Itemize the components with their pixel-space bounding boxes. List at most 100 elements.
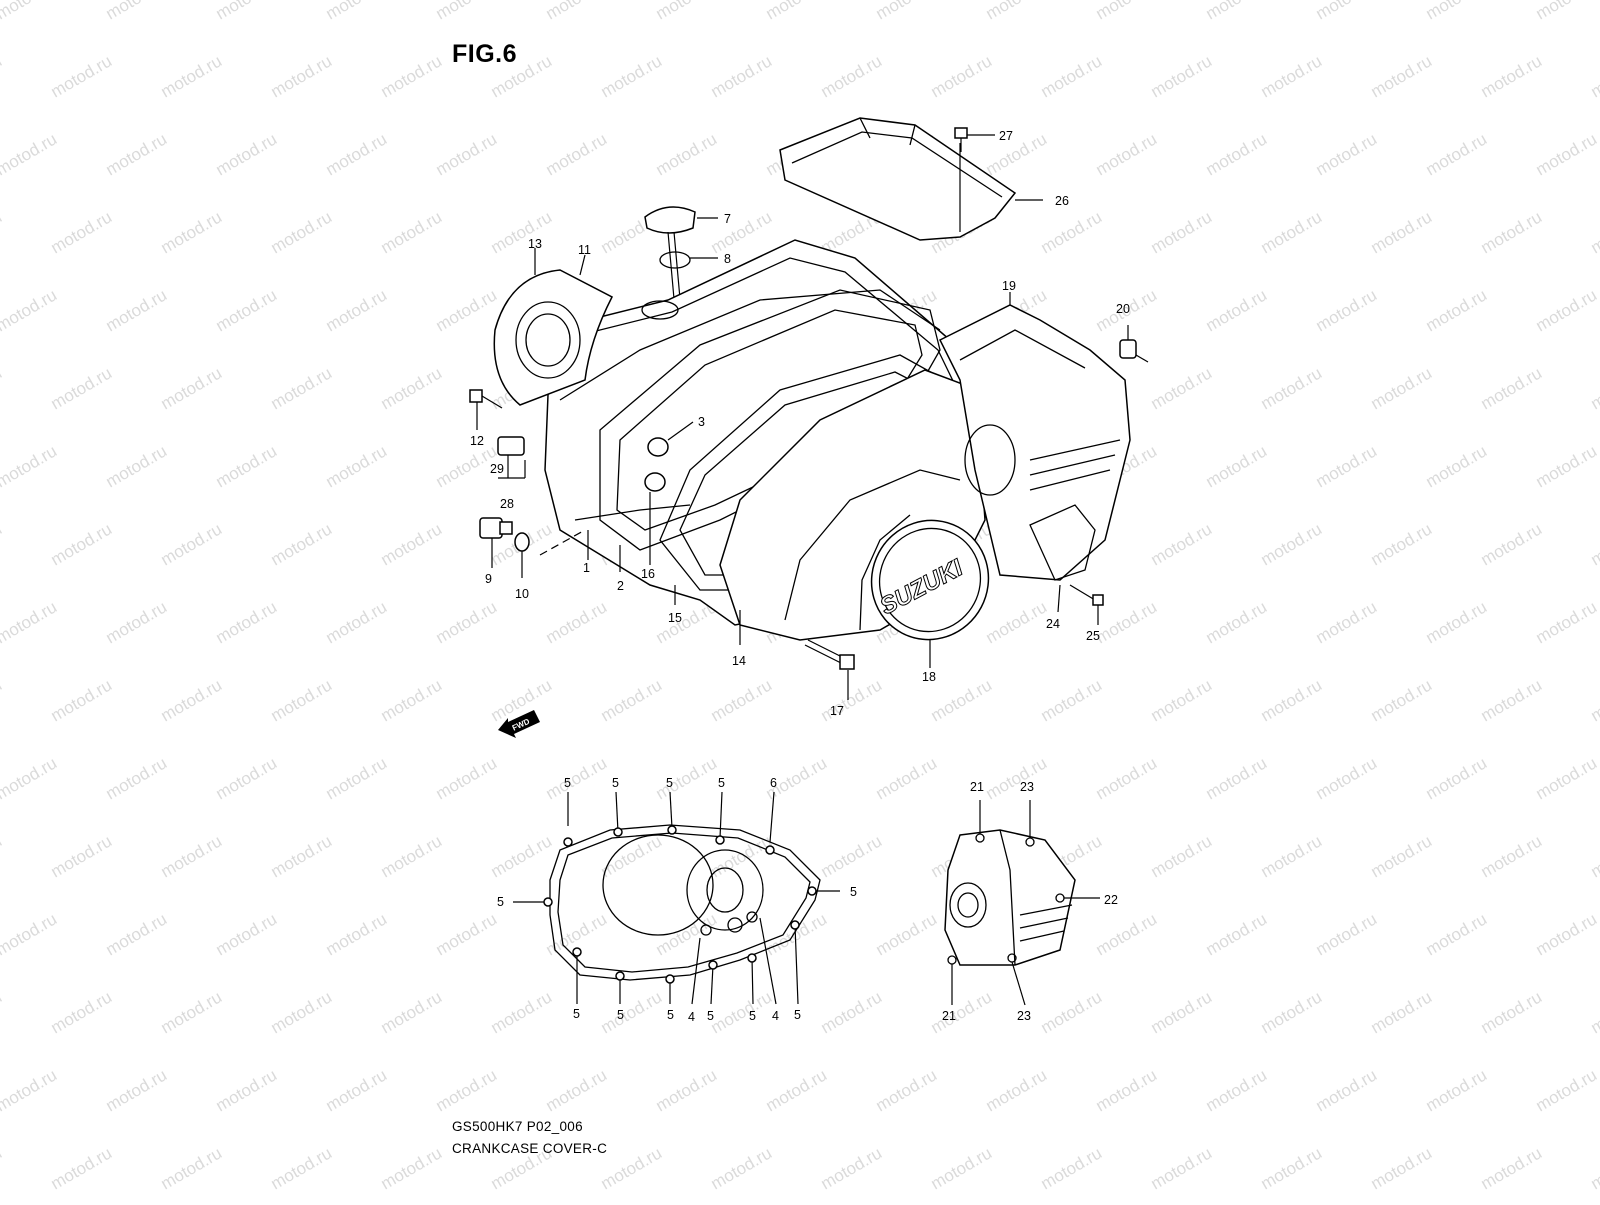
- watermark-text: motod.ru: [378, 363, 446, 413]
- watermark-text: motod.ru: [433, 909, 501, 959]
- watermark-text: motod.ru: [1313, 441, 1381, 491]
- watermark-text: motod.ru: [1148, 831, 1216, 881]
- watermark-text: motod.ru: [268, 987, 336, 1037]
- watermark-text: motod.ru: [1588, 987, 1600, 1037]
- watermark-text: motod.ru: [1478, 363, 1546, 413]
- watermark-text: motod.ru: [488, 987, 556, 1037]
- watermark-text: motod.ru: [1588, 831, 1600, 881]
- watermark-text: motod.ru: [1258, 207, 1326, 257]
- watermark-text: motod.ru: [1148, 519, 1216, 569]
- watermark-text: motod.ru: [763, 1065, 831, 1115]
- gasket-callout-bottom-7: 4: [772, 1009, 779, 1023]
- watermark-text: motod.ru: [1038, 675, 1106, 725]
- watermark-text: motod.ru: [708, 987, 776, 1037]
- watermark-text: motod.ru: [1038, 987, 1106, 1037]
- watermark-text: motod.ru: [1533, 597, 1600, 647]
- bolt-hole: [614, 828, 622, 836]
- bolt-hole: [564, 838, 572, 846]
- watermark-text: motod.ru: [1258, 1143, 1326, 1193]
- watermark-text: motod.ru: [48, 207, 116, 257]
- watermark-text: motod.ru: [598, 51, 666, 101]
- figure-title: FIG.6: [452, 40, 517, 69]
- watermark-text: motod.ru: [48, 519, 116, 569]
- watermark-text: motod.ru: [323, 753, 391, 803]
- callout-14: 14: [732, 654, 746, 668]
- watermark-text: motod.ru: [983, 1065, 1051, 1115]
- part-bolt-17: [805, 640, 854, 700]
- watermark-text: motod.ru: [268, 675, 336, 725]
- watermark-text: motod.ru: [598, 1143, 666, 1193]
- watermark-text: motod.ru: [1368, 51, 1436, 101]
- watermark-text: motod.ru: [928, 51, 996, 101]
- watermark-text: motod.ru: [103, 0, 171, 23]
- watermark-text: motod.ru: [1258, 51, 1326, 101]
- watermark-text: motod.ru: [873, 0, 941, 23]
- watermark-text: motod.ru: [213, 129, 281, 179]
- small-cover-callout-bottom-left: 21: [942, 1009, 956, 1023]
- watermark-text: motod.ru: [653, 753, 721, 803]
- part-bolt-27: [955, 128, 995, 152]
- watermark-text: motod.ru: [158, 831, 226, 881]
- bolt-hole: [791, 921, 799, 929]
- watermark-text: motod.ru: [1478, 51, 1546, 101]
- watermark-text: motod.ru: [1423, 285, 1491, 335]
- watermark-text: motod.ru: [48, 675, 116, 725]
- watermark-text: motod.ru: [0, 987, 5, 1037]
- watermark-text: motod.ru: [1423, 597, 1491, 647]
- callout-10: 10: [515, 587, 529, 601]
- watermark-text: motod.ru: [1423, 0, 1491, 23]
- watermark-text: motod.ru: [378, 1143, 446, 1193]
- part-dowel-16: [645, 473, 665, 491]
- watermark-text: motod.ru: [268, 51, 336, 101]
- watermark-text: motod.ru: [1093, 753, 1161, 803]
- watermark-text: motod.ru: [158, 363, 226, 413]
- watermark-text: motod.ru: [598, 831, 666, 881]
- callout-24: 24: [1046, 617, 1060, 631]
- watermark-text: motod.ru: [708, 207, 776, 257]
- watermark-text: motod.ru: [1423, 129, 1491, 179]
- gasket-callout-top-1: 5: [564, 776, 571, 790]
- watermark-text: motod.ru: [48, 1143, 116, 1193]
- small-cover-callout-top-right: 23: [1020, 780, 1034, 794]
- watermark-text: motod.ru: [653, 129, 721, 179]
- callout-9: 9: [485, 572, 492, 586]
- watermark-text: motod.ru: [0, 363, 5, 413]
- watermark-text: motod.ru: [818, 675, 886, 725]
- watermark-text: motod.ru: [323, 0, 391, 23]
- part-oil-cover: [780, 118, 1015, 240]
- watermark-text: motod.ru: [928, 987, 996, 1037]
- watermark-text: motod.ru: [0, 1065, 60, 1115]
- watermark-text: motod.ru: [48, 363, 116, 413]
- watermark-text: motod.ru: [1368, 519, 1436, 569]
- small-cover-callout-top-left: 21: [970, 780, 984, 794]
- watermark-text: motod.ru: [103, 129, 171, 179]
- watermark-text: motod.ru: [103, 1065, 171, 1115]
- figure-code: GS500HK7 P02_006: [452, 1119, 583, 1134]
- callout-12: 12: [470, 434, 484, 448]
- watermark-text: motod.ru: [1093, 909, 1161, 959]
- gasket-callout-top-2: 5: [612, 776, 619, 790]
- watermark-text: motod.ru: [543, 0, 611, 23]
- callout-11: 11: [578, 243, 591, 257]
- watermark-text: motod.ru: [103, 597, 171, 647]
- watermark-text: motod.ru: [1258, 675, 1326, 725]
- watermark-text: motod.ru: [1533, 0, 1600, 23]
- watermark-text: motod.ru: [1258, 987, 1326, 1037]
- watermark-text: motod.ru: [378, 207, 446, 257]
- watermark-text: motod.ru: [378, 675, 446, 725]
- watermark-text: motod.ru: [0, 597, 60, 647]
- watermark-text: motod.ru: [1423, 1065, 1491, 1115]
- watermark-text: motod.ru: [323, 909, 391, 959]
- callout-1: 1: [583, 561, 590, 575]
- watermark-text: motod.ru: [158, 519, 226, 569]
- watermark-text: motod.ru: [1533, 129, 1600, 179]
- bolt-hole: [616, 972, 624, 980]
- watermark-text: motod.ru: [1313, 0, 1381, 23]
- watermark-text: motod.ru: [0, 675, 5, 725]
- watermark-text: motod.ru: [708, 675, 776, 725]
- callout-17: 17: [830, 704, 844, 718]
- watermark-text: motod.ru: [1423, 441, 1491, 491]
- watermark-text: motod.ru: [983, 129, 1051, 179]
- watermark-text: motod.ru: [1478, 987, 1546, 1037]
- watermark-text: motod.ru: [0, 285, 60, 335]
